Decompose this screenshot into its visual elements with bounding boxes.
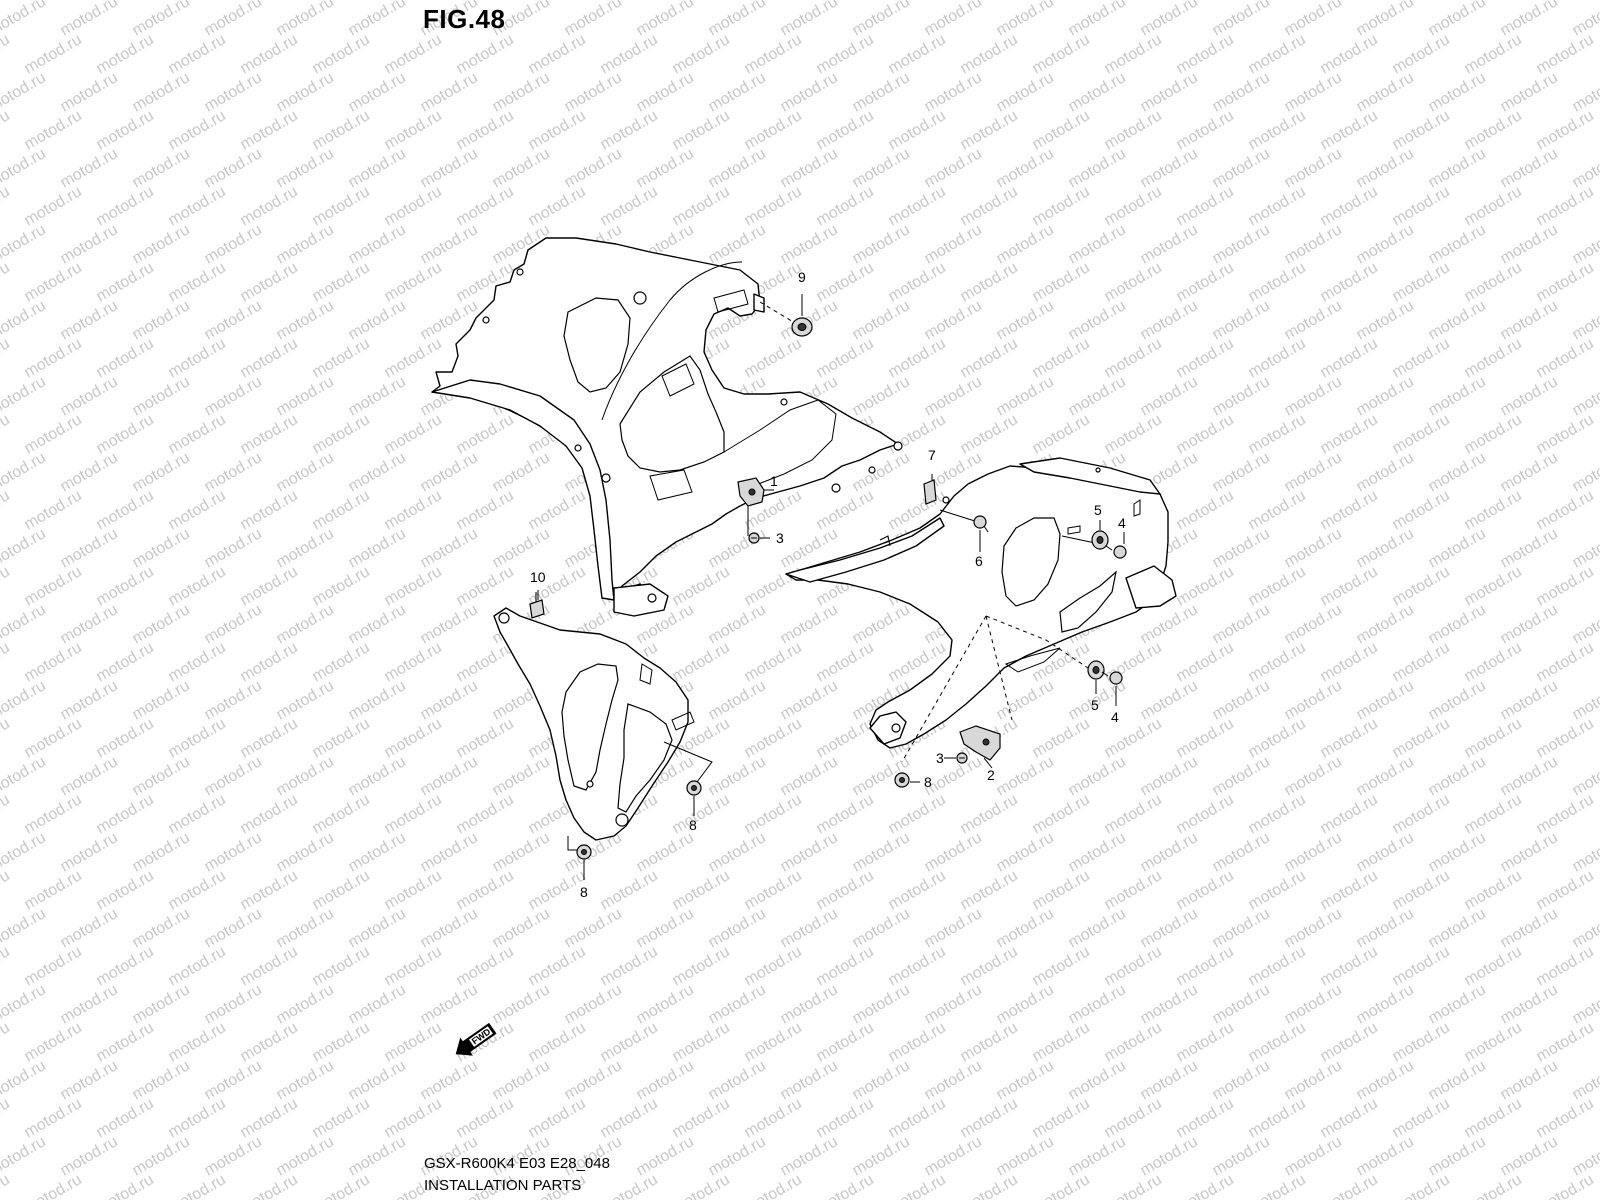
bracket-1 [737, 477, 765, 507]
callout-5-upper: 5 [1094, 502, 1102, 518]
bolt-4-lower [1101, 671, 1123, 685]
callout-9: 9 [798, 269, 806, 285]
callout-8-lower: 8 [580, 884, 588, 900]
callout-5-lower: 5 [1091, 697, 1099, 713]
callout-1: 1 [770, 473, 778, 489]
callout-8-right: 8 [924, 774, 932, 790]
fastener-8-lower [576, 844, 592, 860]
grommet-9 [791, 317, 813, 337]
inner-fairing-upper [431, 237, 903, 617]
fastener-8-right [894, 772, 910, 788]
figure-title: FIG.48 [423, 4, 506, 34]
fwd-indicator: FWD [455, 1022, 497, 1056]
bolt-6 [973, 515, 989, 533]
model-code: GSX-R600K4 E03 E28_048 [424, 1155, 610, 1172]
callout-4-upper: 4 [1118, 515, 1126, 531]
side-panel-right [785, 457, 1177, 749]
callout-4-lower: 4 [1111, 709, 1119, 725]
callout-10: 10 [530, 569, 546, 585]
callout-3-upper: 3 [776, 530, 784, 546]
callout-3-lower: 3 [936, 750, 944, 766]
callout-7: 7 [928, 447, 936, 463]
callout-8-middle: 8 [689, 817, 697, 833]
screw-3-lower [956, 752, 968, 764]
section-caption: INSTALLATION PARTS [424, 1177, 582, 1194]
screw-3-upper [748, 532, 760, 544]
callout-6: 6 [975, 553, 983, 569]
side-panel-left [493, 607, 695, 841]
hardware-items [529, 317, 1127, 860]
bolt-4-upper [1105, 545, 1127, 559]
bracket-2 [959, 725, 1001, 761]
clip-nut-10 [529, 599, 545, 619]
callout-2: 2 [987, 767, 995, 783]
clip-nut-7 [923, 479, 937, 505]
collar-5-lower [1087, 660, 1105, 680]
fastener-8-middle [686, 780, 702, 796]
callout-leaders [537, 294, 1125, 880]
collar-5-upper [1091, 530, 1109, 550]
callout-labels: 9 1 3 7 6 5 4 5 4 2 3 8 10 8 8 [530, 269, 1126, 900]
